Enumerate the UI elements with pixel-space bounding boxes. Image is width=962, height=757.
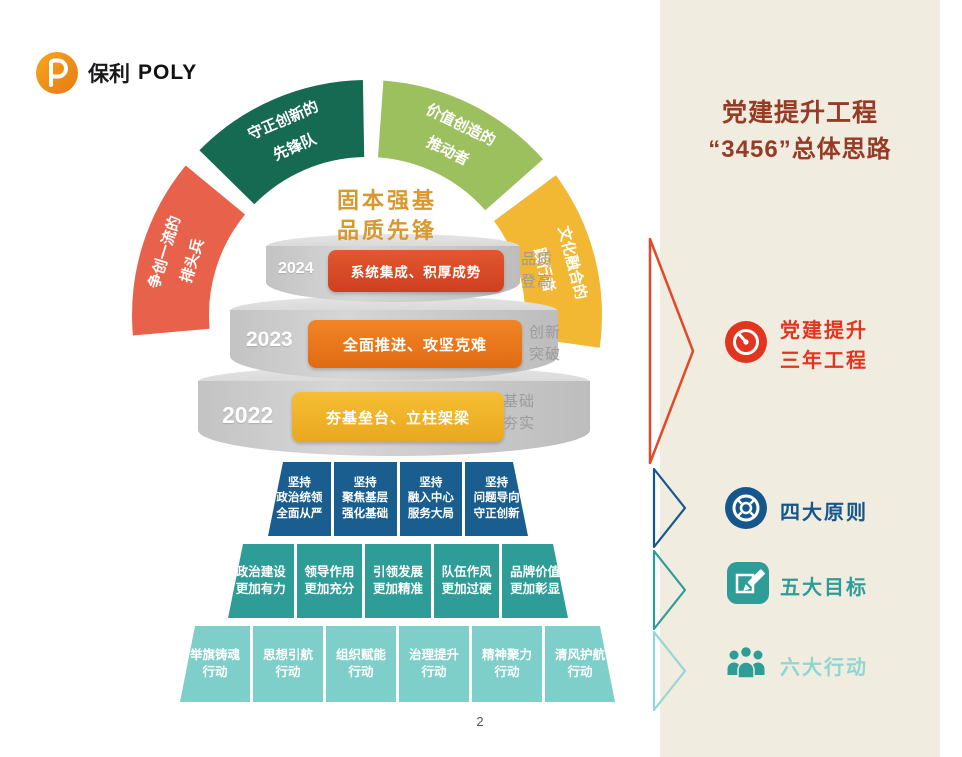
pyramid-cell: 坚持 聚焦基层 强化基础 [334,462,397,536]
pyramid-row-principles: 坚持 政治统领 全面从严 坚持 聚焦基层 强化基础 坚持 融入中心 服务大局 坚… [268,462,528,536]
arc-label: 价值创造的 [423,100,498,149]
target-icon [725,487,767,529]
arc-label: 文化融合的 [554,224,590,301]
pyramid-cell: 领导作用 更加充分 [297,544,363,618]
chevron-four-principles [652,467,687,549]
pyramid-cell: 品牌价值 更加彰显 [502,544,568,618]
pyramid-cell: 清风护航 行动 [545,626,615,702]
panel-item-six-actions: 六大行动 [780,657,868,679]
tier-theme-box: 全面推进、攻坚克难 [308,320,522,368]
tier-side-label: 基础 夯实 [503,393,536,432]
panel-item-five-goals: 五大目标 [780,577,868,599]
poly-logo: 保利 POLY [34,50,197,96]
chevron-six-actions [652,630,687,712]
tier-2024: 2024 系统集成、积厚成势 [266,234,520,302]
pyramid-cell: 引领发展 更加精准 [365,544,431,618]
tier-theme-box: 夯基垒台、立柱架梁 [292,392,504,442]
right-panel-background [660,0,940,757]
pyramid-row-actions: 举旗铸魂 行动 思想引航 行动 组织赋能 行动 治理提升 行动 精神聚力 行动 … [180,626,615,702]
brand-name-en: POLY [138,61,198,84]
chevron-three-year-project [648,237,695,465]
arc-label: 先锋队 [270,129,319,164]
center-motto-line1: 固本强基 [336,188,437,213]
arc-label: 争创一流的 [145,214,184,291]
arc-label: 排头兵 [177,237,208,285]
pyramid-row-goals: 政治建设 更加有力 领导作用 更加充分 引领发展 更加精准 队伍作风 更加过硬 … [228,544,568,618]
chevron-five-goals [652,549,687,631]
tier-side-label: 品质 登高 [521,251,554,290]
tier-theme-box: 系统集成、积厚成势 [328,250,504,292]
panel-title-line1: 党建提升工程 [721,99,878,127]
pyramid-cell: 队伍作风 更加过硬 [434,544,500,618]
pyramid-cell: 坚持 融入中心 服务大局 [400,462,463,536]
tier-2022: 2022 夯基垒台、立柱架梁 [198,366,590,456]
brand-name-cn: 保利 [88,62,130,86]
tier-year: 2023 [246,328,293,351]
pyramid-cell: 治理提升 行动 [399,626,469,702]
panel-title: 党建提升工程 “3456”总体思路 [660,94,940,168]
page-number: 2 [476,714,484,729]
tier-year: 2024 [278,260,314,277]
arc-segment-pioneer-soldier [132,165,246,336]
pyramid-cell: 坚持 政治统领 全面从严 [268,462,331,536]
pyramid-cell: 精神聚力 行动 [472,626,542,702]
pyramid-cell: 组织赋能 行动 [326,626,396,702]
center-motto-line2: 品质先锋 [336,218,437,243]
tier-side-label: 创新 突破 [529,324,562,363]
panel-item-three-year-project: 党建提升 三年工程 [780,320,868,372]
gauge-icon [725,321,767,363]
arc-label: 守正创新的 [245,97,321,143]
pencil-icon [727,562,769,604]
people-icon [727,645,765,679]
pyramid-cell: 坚持 问题导向 守正创新 [465,462,528,536]
pyramid-cell: 政治建设 更加有力 [228,544,294,618]
tier-2023: 2023 全面推进、攻坚克难 [230,296,558,380]
pyramid-cell: 思想引航 行动 [253,626,323,702]
tier-year: 2022 [222,402,274,428]
arc-label: 推动者 [424,133,472,169]
pyramid-cell: 举旗铸魂 行动 [180,626,250,702]
panel-title-line2: “3456”总体思路 [708,136,892,163]
poly-logo-icon [36,52,78,94]
center-motto: 固本强基 品质先锋 [287,186,487,246]
panel-item-four-principles: 四大原则 [780,502,868,524]
